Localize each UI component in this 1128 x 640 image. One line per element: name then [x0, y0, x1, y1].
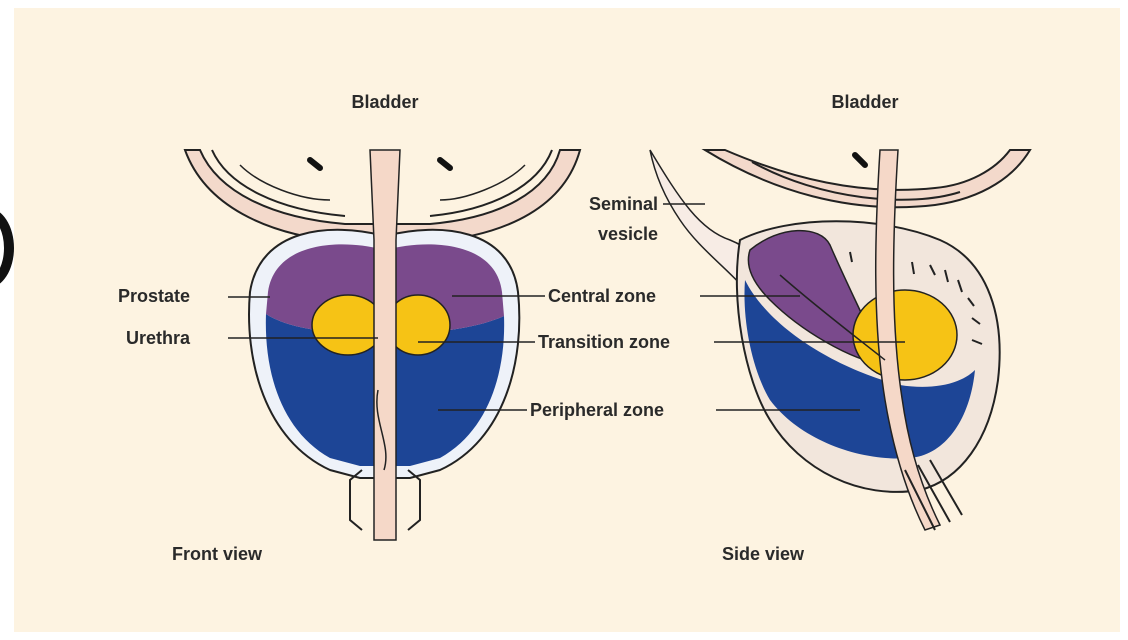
front-view-illustration: [185, 150, 580, 540]
urethra-label: Urethra: [126, 328, 190, 348]
front-view-caption: Front view: [172, 544, 262, 564]
transition-zone-label: Transition zone: [538, 332, 670, 352]
front-bladder-label: Bladder: [320, 92, 450, 112]
front-urethra: [370, 150, 400, 540]
peripheral-zone-label: Peripheral zone: [530, 400, 664, 420]
seminal-vesicle-label-line2: vesicle: [540, 224, 658, 244]
seminal-vesicle-label-line1: Seminal: [540, 194, 658, 214]
side-view-illustration: [650, 150, 1030, 530]
side-bladder-label: Bladder: [800, 92, 930, 112]
side-transition-zone: [853, 290, 957, 380]
prostate-label: Prostate: [118, 286, 190, 306]
front-transition-zone: [312, 295, 384, 355]
side-view-caption: Side view: [722, 544, 804, 564]
central-zone-label: Central zone: [548, 286, 656, 306]
